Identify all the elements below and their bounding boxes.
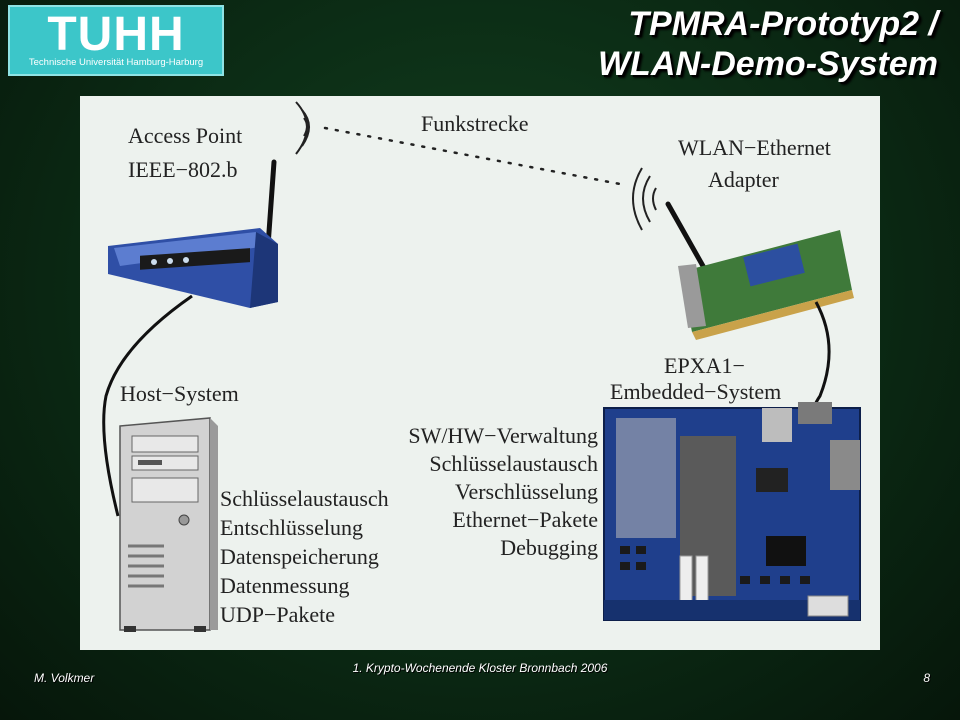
embedded-task-item: Ethernet−Pakete bbox=[452, 507, 598, 532]
embedded-task-item: Debugging bbox=[500, 535, 598, 560]
label-access-point-standard: IEEE−802.b bbox=[128, 157, 238, 182]
label-embedded-line2: Embedded−System bbox=[610, 379, 782, 404]
footer-event: 1. Krypto-Wochenende Kloster Bronnbach 2… bbox=[352, 661, 608, 675]
embedded-board-icon bbox=[603, 402, 861, 621]
logo-wordmark: TUHH bbox=[47, 8, 185, 61]
slide-title-line2: WLAN-Demo-System bbox=[597, 45, 938, 83]
host-task-item: UDP−Pakete bbox=[220, 602, 336, 627]
radio-waves-left-icon bbox=[295, 101, 310, 155]
radio-waves-right-icon bbox=[632, 167, 657, 231]
host-task-item: Schlüsselaustausch bbox=[220, 486, 389, 511]
tuhh-logo: TUHH Technische Universität Hamburg-Harb… bbox=[8, 5, 224, 76]
diagram-panel: Funkstrecke Access Point IEEE−802.b WLAN… bbox=[80, 96, 880, 650]
label-adapter-line1: WLAN−Ethernet bbox=[678, 135, 831, 160]
diagram-graphics bbox=[102, 101, 861, 632]
slide-title-line1: TPMRA-Prototyp2 / bbox=[628, 5, 938, 43]
host-task-list: Schlüsselaustausch Entschlüsselung Daten… bbox=[220, 484, 389, 629]
pc-tower-icon bbox=[119, 417, 218, 632]
host-task-item: Datenmessung bbox=[220, 573, 350, 598]
embedded-task-item: Schlüsselaustausch bbox=[429, 451, 598, 476]
host-task-item: Datenspeicherung bbox=[220, 544, 379, 569]
label-adapter-line2: Adapter bbox=[708, 167, 779, 192]
wlan-card-icon bbox=[665, 201, 854, 340]
label-host-system: Host−System bbox=[120, 381, 239, 406]
footer-author: M. Volkmer bbox=[34, 671, 95, 685]
label-access-point-name: Access Point bbox=[128, 123, 243, 148]
embedded-task-list: SW/HW−Verwaltung Schlüsselaustausch Vers… bbox=[408, 422, 598, 562]
label-embedded-line1: EPXA1− bbox=[664, 353, 745, 378]
label-funkstrecke: Funkstrecke bbox=[421, 111, 529, 136]
embedded-task-item: SW/HW−Verwaltung bbox=[408, 423, 598, 448]
router-icon bbox=[108, 159, 278, 308]
logo-subtitle: Technische Universität Hamburg-Harburg bbox=[28, 57, 204, 68]
cable-router-host bbox=[102, 294, 193, 517]
slide-title: TPMRA-Prototyp2 / WLAN-Demo-System bbox=[598, 4, 938, 84]
embedded-task-item: Verschlüsselung bbox=[455, 479, 598, 504]
footer-page-number: 8 bbox=[923, 671, 930, 685]
host-task-item: Entschlüsselung bbox=[220, 515, 363, 540]
